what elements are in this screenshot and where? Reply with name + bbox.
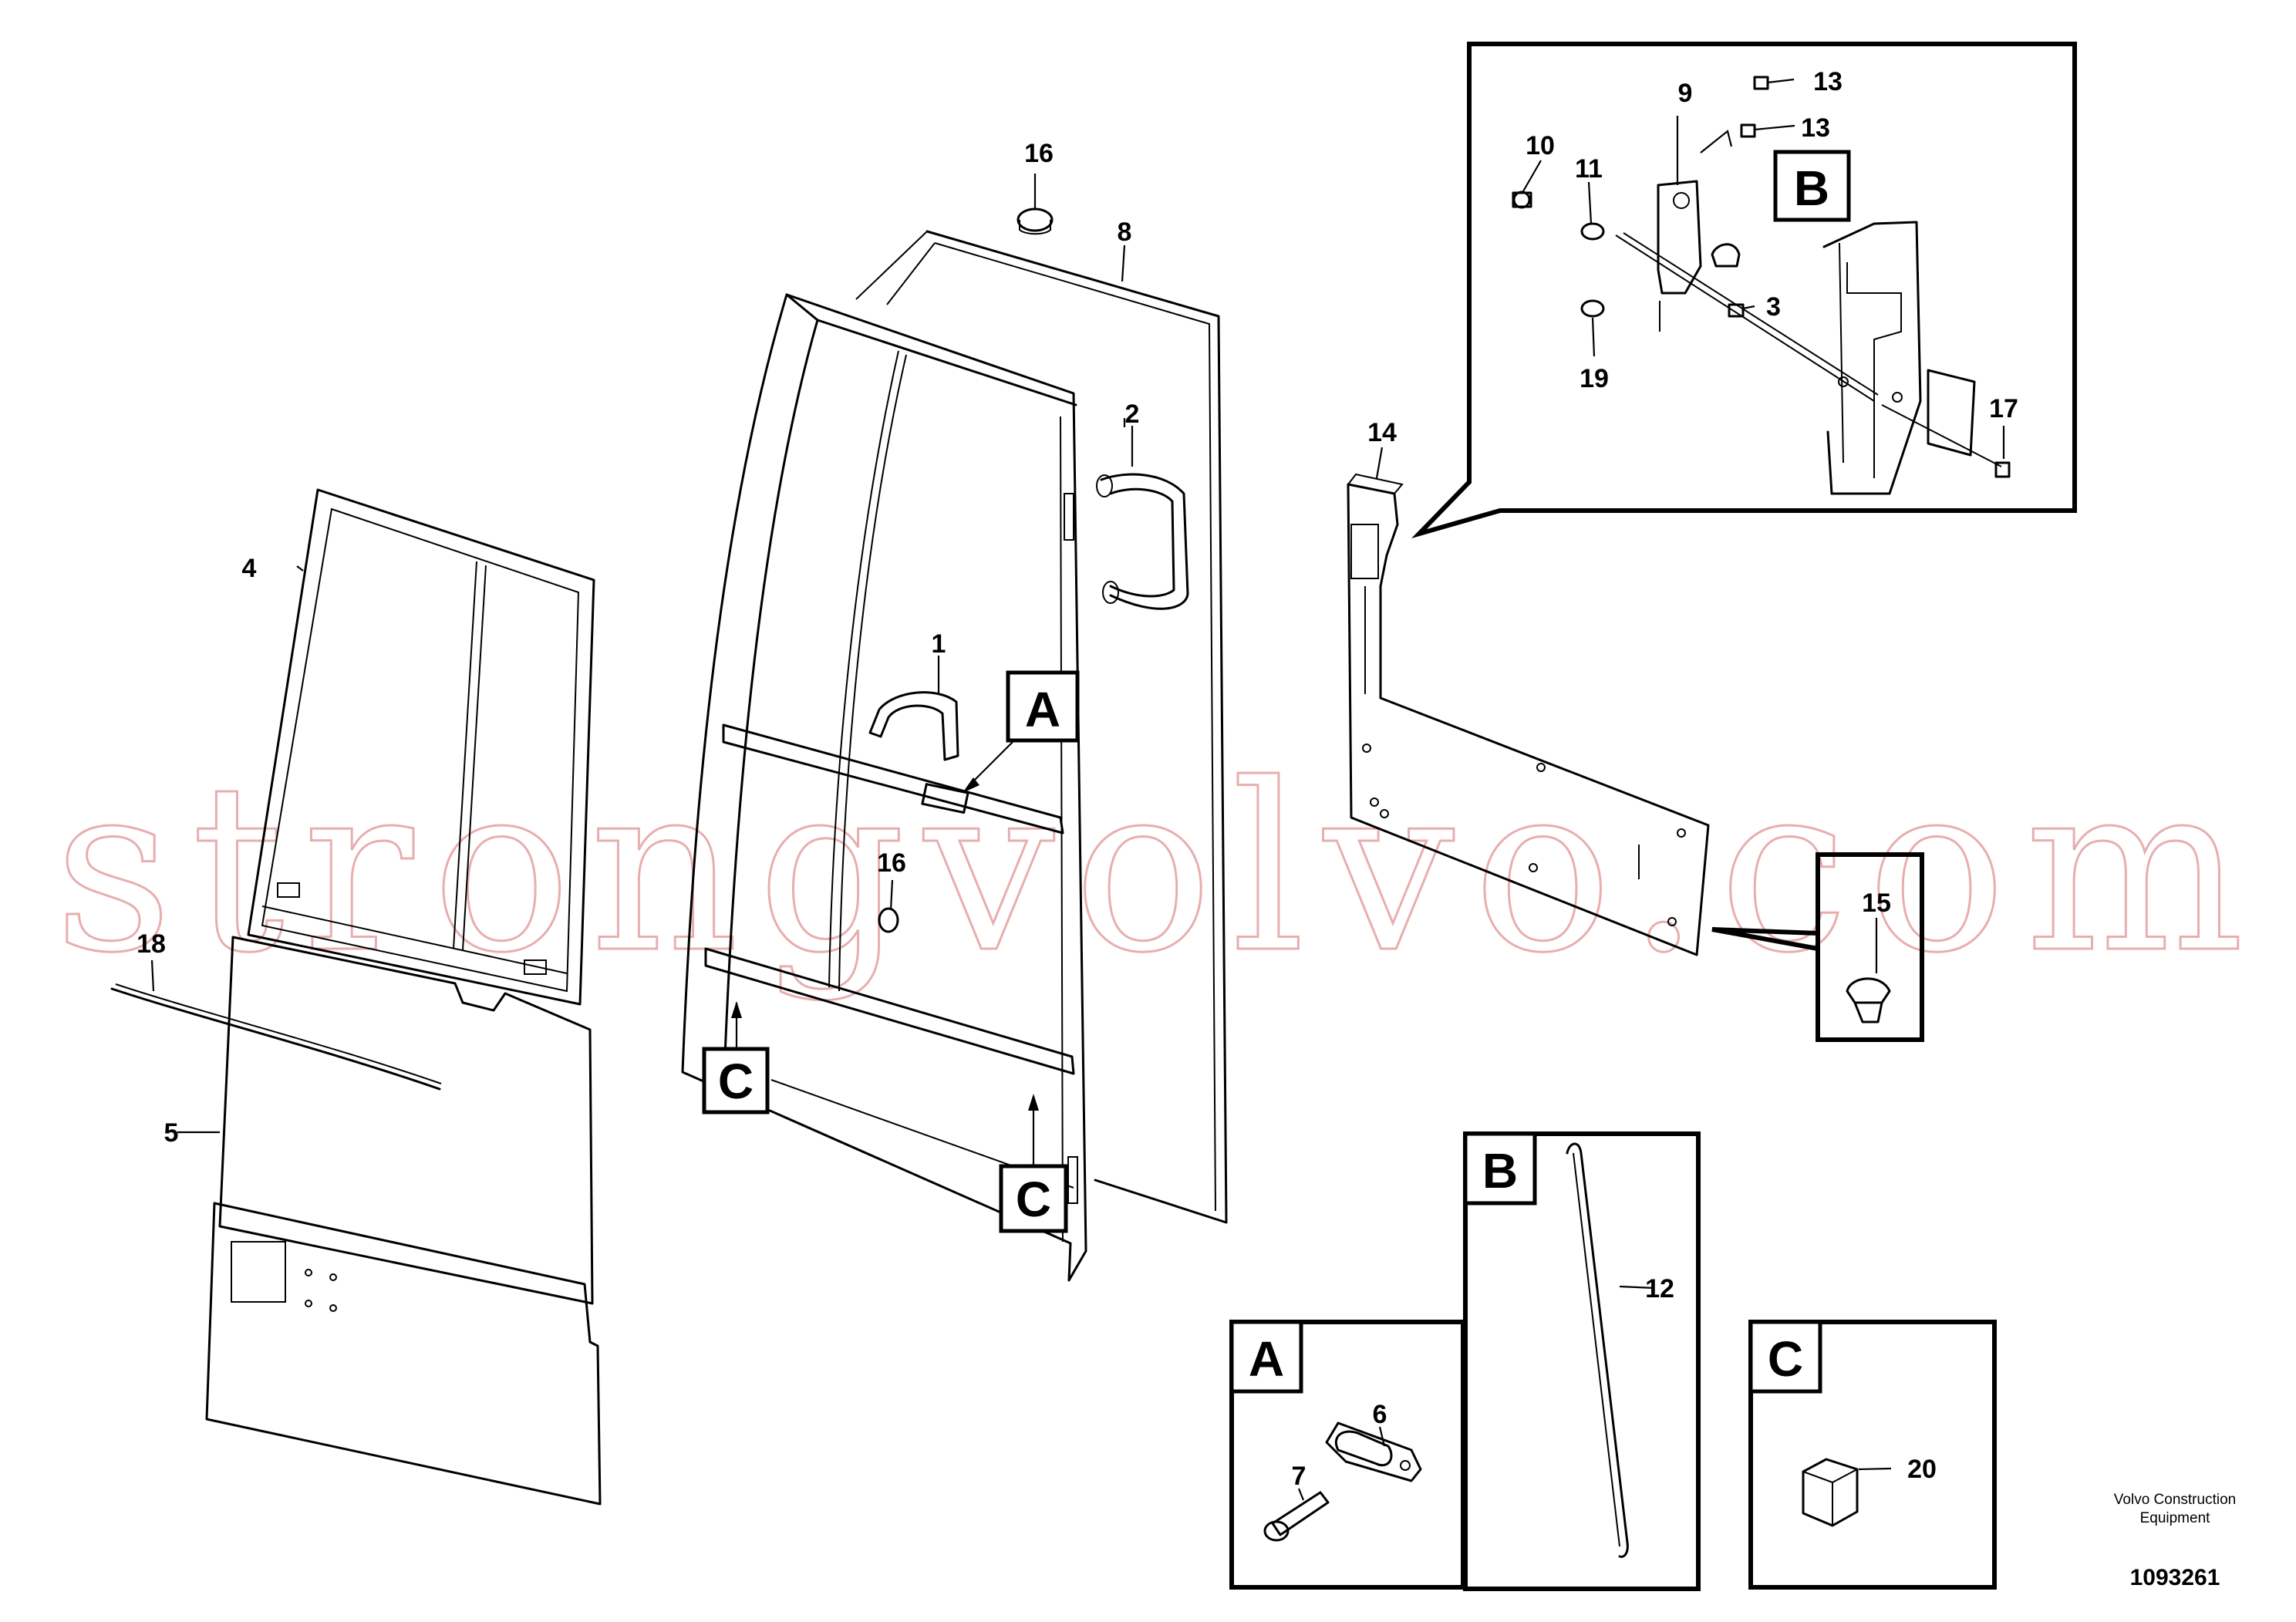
callout-9: 9 bbox=[1678, 79, 1693, 108]
detail-box-15 bbox=[1711, 852, 1924, 1042]
callout-17: 17 bbox=[1989, 394, 2018, 423]
detail-marker-c-left: C bbox=[702, 1001, 770, 1114]
svg-text:B: B bbox=[1794, 160, 1829, 216]
callout-20: 20 bbox=[1907, 1455, 1937, 1484]
callout-12: 12 bbox=[1645, 1274, 1674, 1303]
detail-box-a-tag: A bbox=[1229, 1320, 1303, 1394]
callout-13-lower: 13 bbox=[1801, 113, 1830, 143]
callout-19: 19 bbox=[1580, 364, 1609, 393]
detail-box-a bbox=[1229, 1320, 1465, 1590]
callout-14: 14 bbox=[1367, 418, 1397, 447]
callout-3: 3 bbox=[1766, 292, 1781, 322]
callout-18: 18 bbox=[137, 929, 166, 959]
svg-text:A: A bbox=[1249, 1331, 1284, 1387]
part-8-door-seal bbox=[855, 230, 1228, 1224]
lower-trim-plate bbox=[205, 1202, 602, 1506]
part-14-bracket bbox=[1347, 473, 1710, 956]
callout-13-upper: 13 bbox=[1813, 67, 1843, 96]
callout-1: 1 bbox=[932, 629, 946, 659]
detail-box-c-tag: C bbox=[1748, 1320, 1822, 1394]
detail-marker-b: B bbox=[1773, 150, 1851, 222]
part-2-grab-handle bbox=[1096, 473, 1189, 610]
callout-labels: 1 2 3 4 5 6 7 8 9 10 11 12 13 13 14 15 1… bbox=[137, 67, 2018, 1491]
callout-6: 6 bbox=[1373, 1400, 1387, 1429]
callout-11: 11 bbox=[1575, 154, 1603, 184]
callout-15: 15 bbox=[1862, 889, 1891, 918]
part-16-plug-top bbox=[1017, 207, 1054, 235]
part-5-lower-panel bbox=[218, 936, 594, 1305]
part-16-plug-mid bbox=[878, 907, 899, 933]
detail-inset-latch bbox=[1411, 42, 2077, 538]
detail-box-c bbox=[1748, 1320, 1997, 1590]
document-number: 1093261 bbox=[2130, 1565, 2220, 1590]
svg-text:C: C bbox=[718, 1054, 754, 1109]
callout-16-top: 16 bbox=[1024, 139, 1054, 168]
svg-text:C: C bbox=[1016, 1172, 1051, 1227]
credit-line-2: Equipment bbox=[2140, 1510, 2211, 1526]
door-frame bbox=[681, 293, 1087, 1282]
callout-8: 8 bbox=[1118, 218, 1132, 247]
credit-line-1: Volvo Construction bbox=[2114, 1492, 2236, 1508]
callout-16-mid: 16 bbox=[877, 848, 906, 878]
callout-4: 4 bbox=[242, 554, 257, 583]
latch-block bbox=[921, 783, 969, 814]
detail-marker-c-right: C bbox=[999, 1094, 1068, 1233]
callout-10: 10 bbox=[1526, 131, 1555, 160]
detail-box-b-tag: B bbox=[1463, 1131, 1537, 1206]
detail-marker-a: A bbox=[963, 670, 1080, 793]
svg-text:C: C bbox=[1768, 1331, 1803, 1387]
leader-lines bbox=[150, 78, 2005, 1501]
callout-5: 5 bbox=[164, 1118, 179, 1148]
svg-text:B: B bbox=[1482, 1143, 1518, 1199]
callout-2: 2 bbox=[1125, 400, 1140, 429]
part-4-window-glass bbox=[247, 488, 595, 1006]
callout-7: 7 bbox=[1292, 1462, 1306, 1491]
part-1-inner-handle bbox=[868, 691, 959, 761]
svg-text:A: A bbox=[1025, 682, 1060, 737]
part-18-seal-strip bbox=[110, 983, 442, 1091]
